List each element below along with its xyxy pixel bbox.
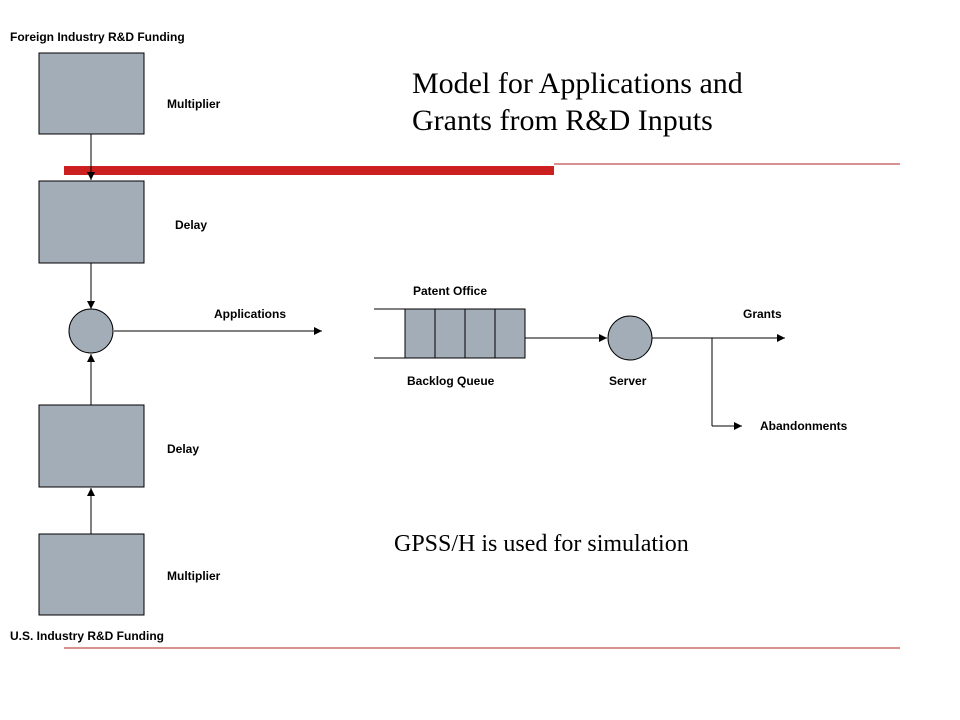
grants-label: Grants (743, 307, 782, 321)
multiplier-top-label: Multiplier (167, 97, 221, 111)
delay-box-top (38, 180, 145, 264)
title-line-2: Grants from R&D Inputs (412, 104, 713, 137)
us-funding-label: U.S. Industry R&D Funding (10, 629, 164, 643)
foreign-funding-label: Foreign Industry R&D Funding (10, 30, 185, 44)
multiplier-bottom-label: Multiplier (167, 569, 221, 583)
server-circle (607, 315, 653, 361)
backlog-queue-label: Backlog Queue (407, 374, 495, 388)
simulation-note: GPSS/H is used for simulation (394, 531, 689, 557)
title-line-1: Model for Applications and (412, 67, 743, 100)
queue-cell-1 (404, 308, 436, 359)
patent-office-label: Patent Office (413, 284, 487, 298)
delay-bottom-label: Delay (167, 442, 199, 456)
junction-circle (68, 308, 114, 354)
abandonments-label: Abandonments (760, 419, 848, 433)
delay-top-label: Delay (175, 218, 207, 232)
delay-box-bottom (38, 404, 145, 488)
queue-cell-4 (494, 308, 526, 359)
queue-cell-2 (434, 308, 466, 359)
multiplier-box-top (38, 52, 145, 135)
queue-cell-3 (464, 308, 496, 359)
multiplier-box-bottom (38, 533, 145, 616)
applications-label: Applications (214, 307, 286, 321)
server-label: Server (609, 374, 647, 388)
red-accent-bar (64, 166, 554, 175)
